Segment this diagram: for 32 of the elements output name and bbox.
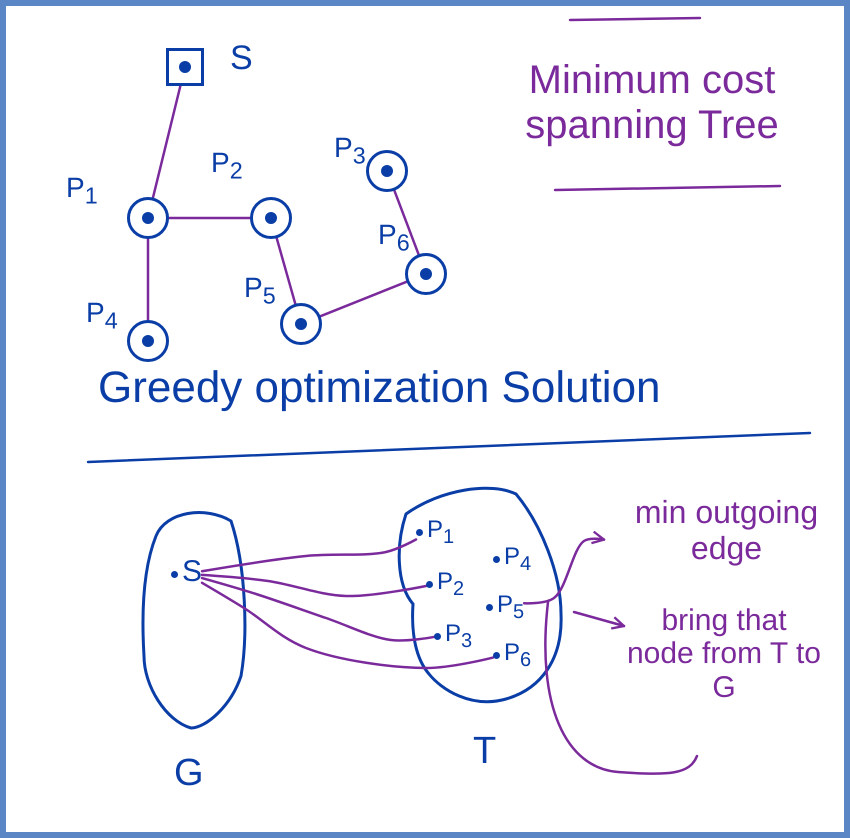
connector-line [393,189,420,256]
region-label: G [174,751,204,796]
section-heading: Greedy optimization Solution [98,362,661,414]
point-label: P$_{4}$ [504,543,532,576]
connector-line [200,576,436,642]
connector-line [146,238,150,322]
connector-line [152,84,182,199]
point-label: P$_{1}$ [427,516,454,549]
note-text: min outgoing edge [634,495,820,567]
connector-line [168,216,252,220]
node-label: P$_{1}$ [66,171,98,211]
point-label: P$_{2}$ [437,568,464,601]
arrow [522,530,606,605]
region-label: T [473,729,496,774]
node-label: P$_{3}$ [334,131,366,171]
node-label: S [230,38,253,79]
node-label: P$_{4}$ [86,296,118,336]
note-text: bring that node from T to G [626,604,822,704]
point-label: P$_{6}$ [504,639,532,672]
connector-line [200,538,418,572]
connector-line [275,236,297,306]
connector-line [200,582,494,670]
node-label: P$_{2}$ [211,146,243,186]
arrow [572,610,626,630]
point-label: S [182,554,202,590]
connector-line [319,280,408,318]
point-label: P$_{3}$ [445,620,472,653]
point-label: P$_{5}$ [497,591,524,624]
connector-line [200,574,428,598]
node-label: P$_{6}$ [378,218,410,258]
node-label: P$_{5}$ [244,271,276,311]
title: Minimum cost spanning Tree [524,58,780,148]
